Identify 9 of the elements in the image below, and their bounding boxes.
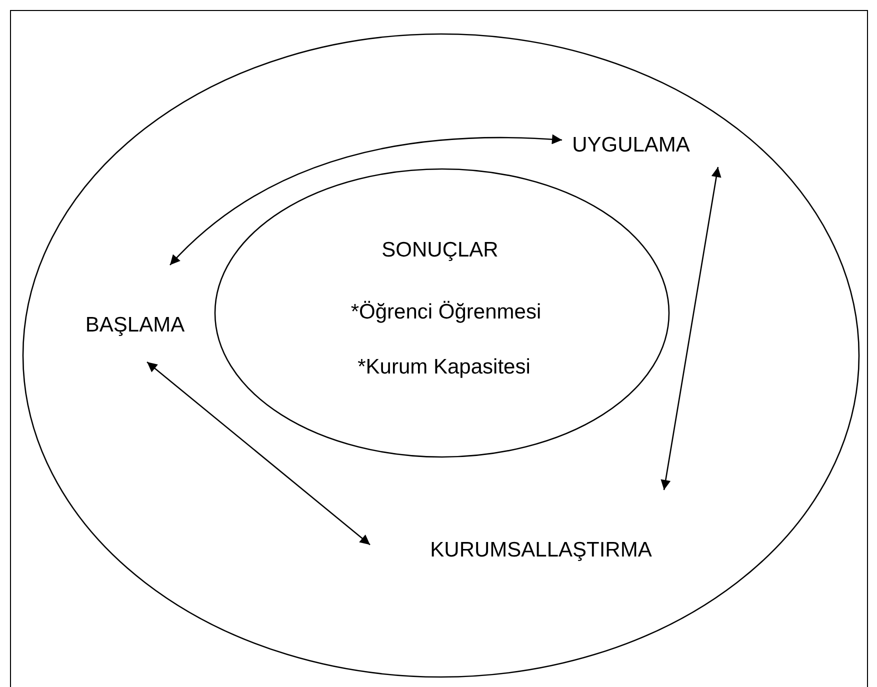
double-arrow bbox=[660, 166, 722, 490]
stage-label: UYGULAMA bbox=[572, 134, 690, 156]
heading: SONUÇLAR bbox=[382, 240, 498, 260]
list-item: *Kurum Kapasitesi bbox=[358, 356, 530, 378]
double-arrow bbox=[146, 362, 370, 546]
double-arrow bbox=[170, 134, 562, 266]
list-item: *Öğrenci Öğrenmesi bbox=[350, 302, 542, 322]
stage-label: KURUMSALLAŞTIRMA bbox=[430, 540, 652, 560]
stage-label: BAŞLAMA bbox=[85, 314, 185, 336]
